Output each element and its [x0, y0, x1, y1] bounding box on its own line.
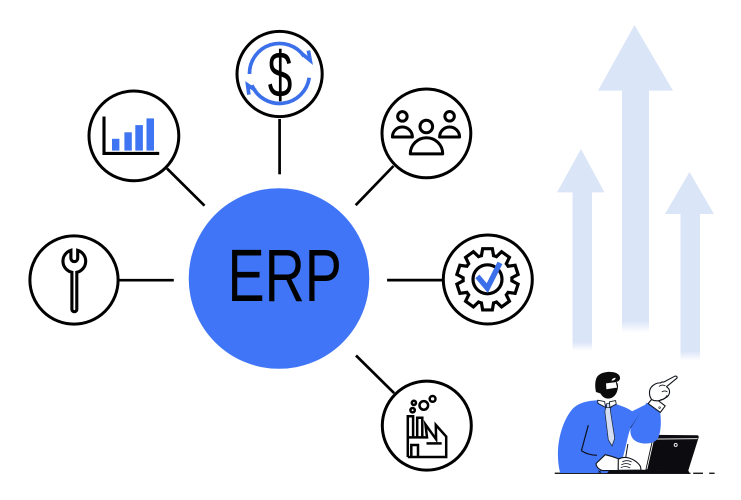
svg-text:$: $	[268, 38, 293, 111]
svg-text:ERP: ERP	[227, 234, 342, 317]
